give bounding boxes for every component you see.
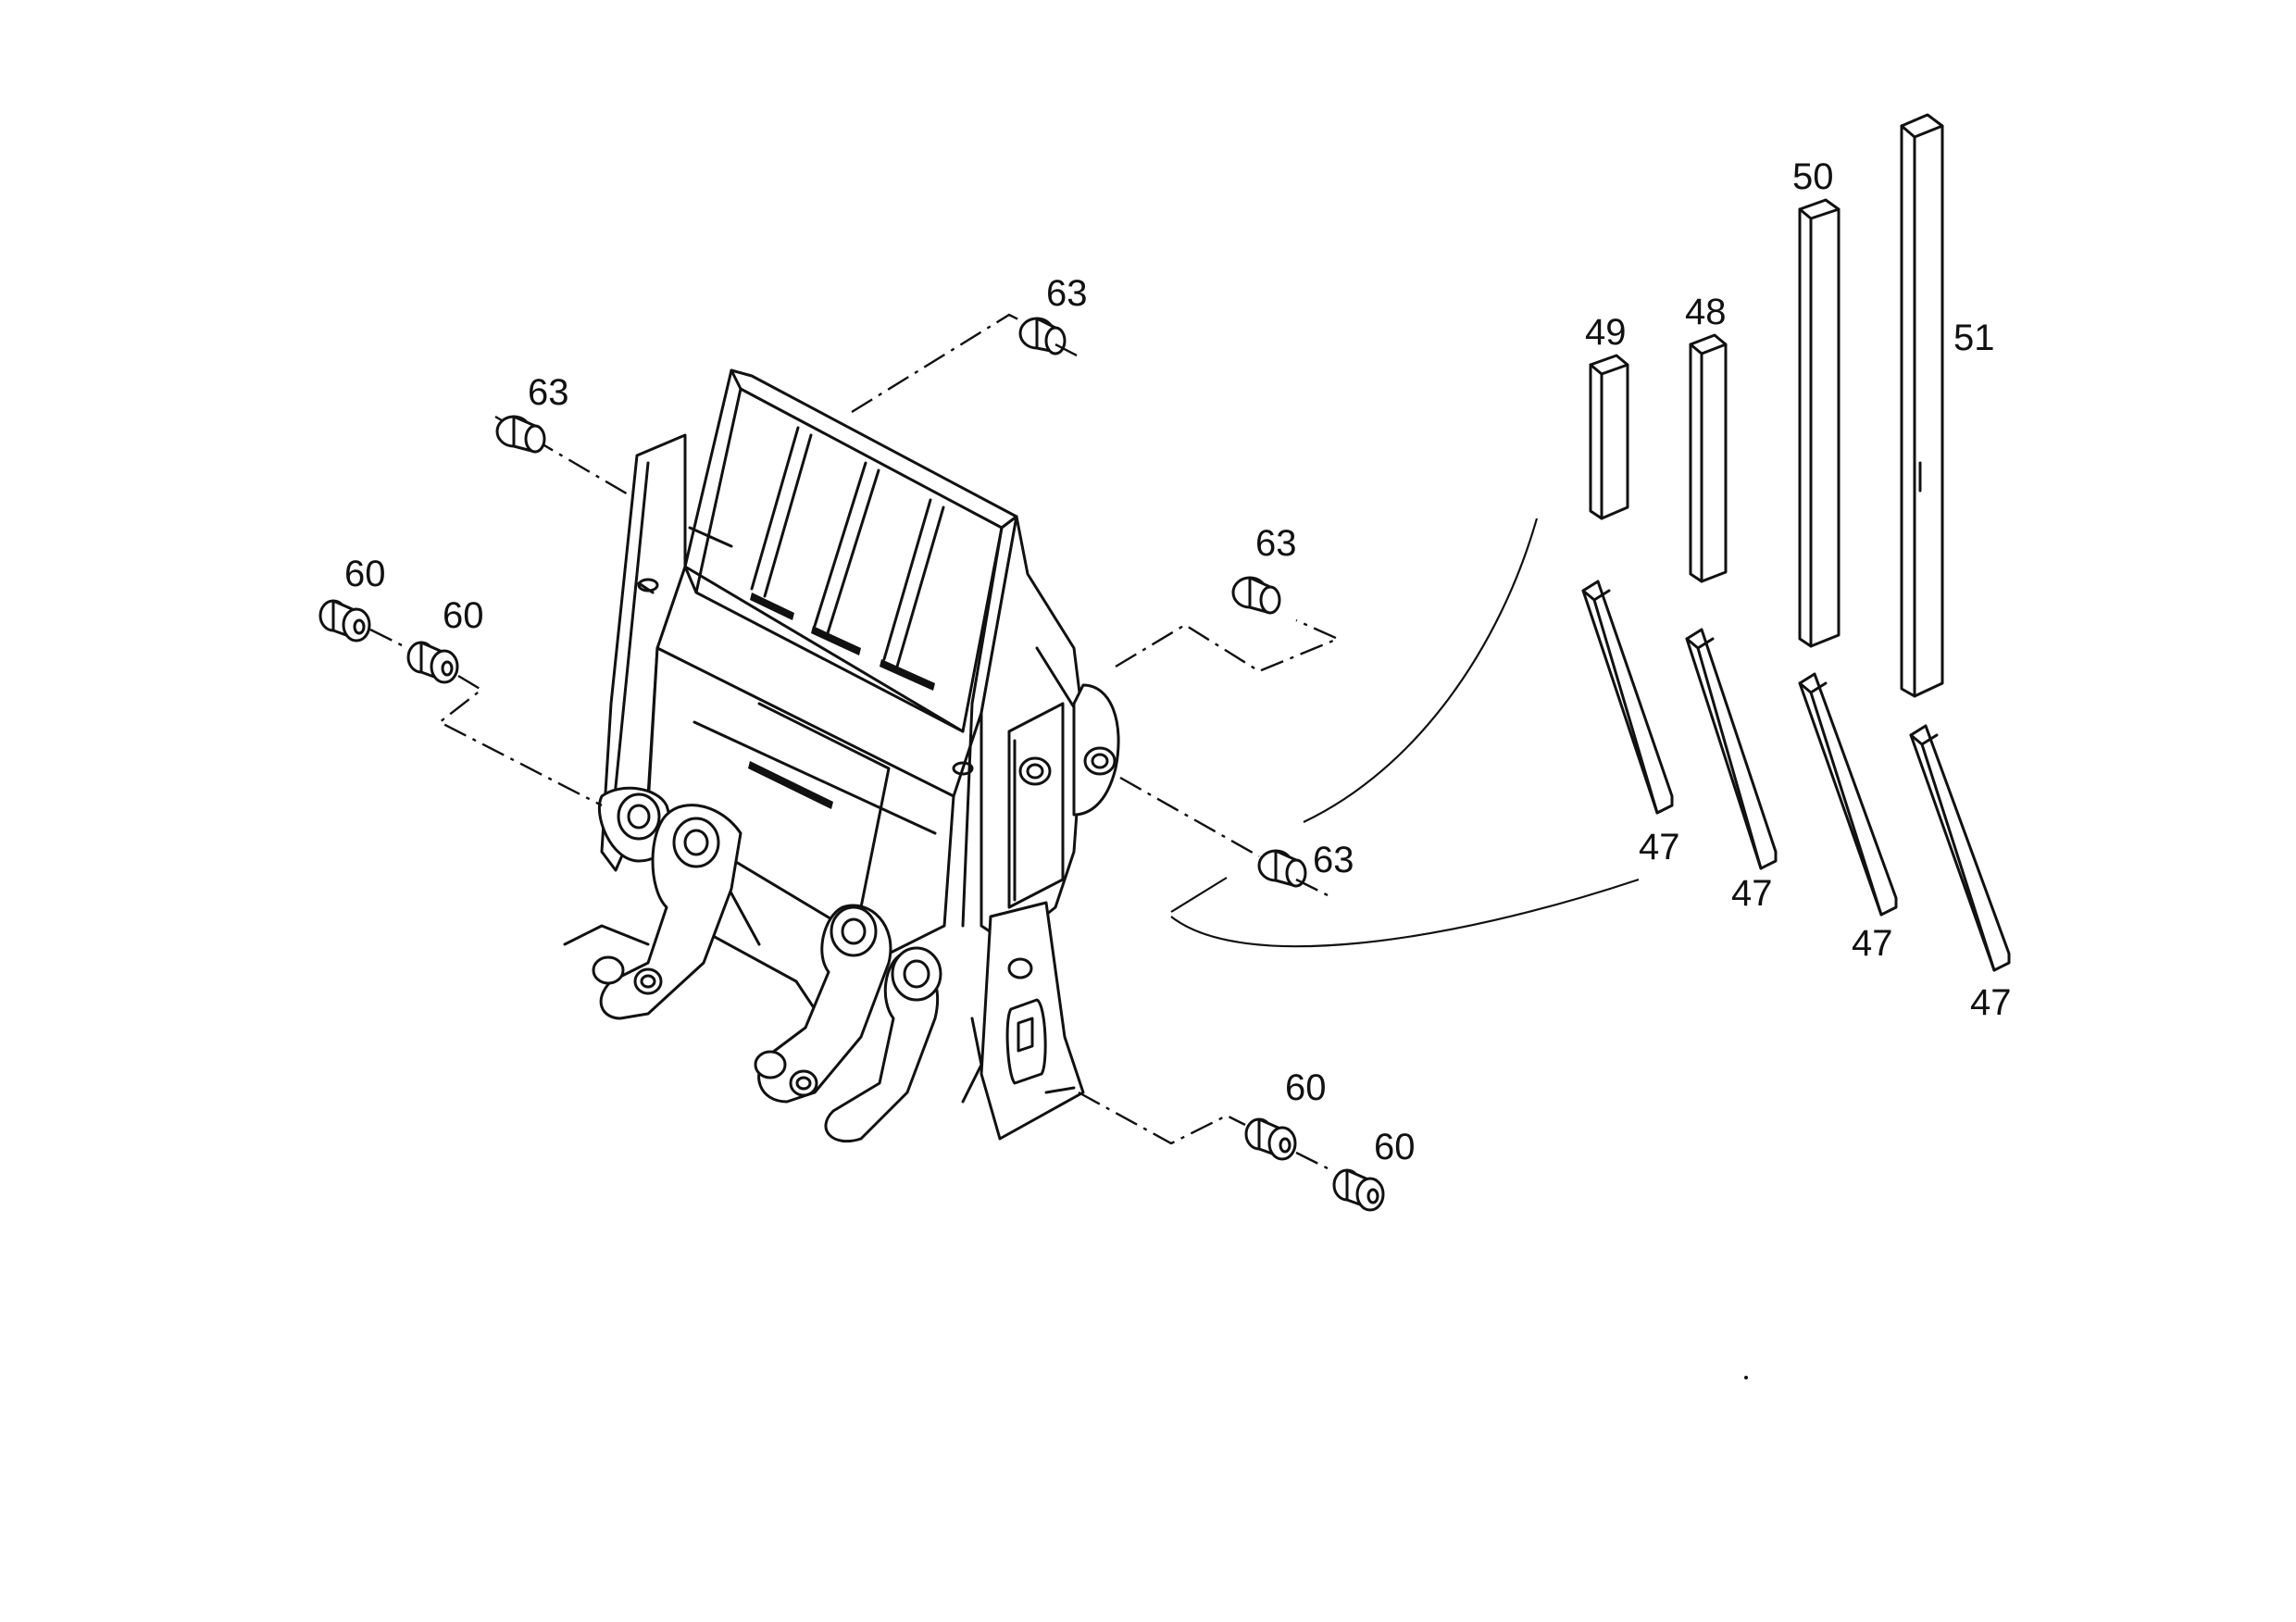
label-50: 50 (1792, 156, 1834, 197)
label-60-right-a: 60 (1285, 1067, 1327, 1108)
label-51: 51 (1953, 318, 1995, 358)
strip-47-c (1798, 672, 1898, 917)
strip-47-a (1581, 580, 1674, 815)
strip-48 (1689, 333, 1728, 583)
label-60-left-a: 60 (344, 554, 386, 594)
label-63-upper-left: 63 (528, 372, 569, 413)
strip-47-b (1685, 628, 1778, 870)
label-47-d: 47 (1970, 982, 2012, 1023)
label-63-top-center: 63 (1046, 273, 1088, 314)
bushing-63-upper-left (494, 415, 630, 497)
strip-50 (1798, 198, 1841, 648)
bushing-63-top-center (851, 313, 1079, 414)
strip-51 (1900, 113, 1944, 698)
label-48: 48 (1685, 292, 1727, 332)
loader-frame (563, 368, 1120, 1143)
label-60-right-b: 60 (1374, 1127, 1416, 1167)
bushing-60-left-pair (318, 599, 603, 807)
label-63-right-lower: 63 (1313, 840, 1354, 880)
strip-47-d (1909, 724, 2011, 972)
strip-49 (1589, 354, 1629, 520)
group-curve-upper (1303, 518, 1539, 823)
bushing-63-right-lower (1119, 776, 1334, 900)
label-47-b: 47 (1731, 873, 1773, 914)
label-63-right-upper: 63 (1255, 523, 1297, 564)
speck-mark (1744, 1376, 1748, 1379)
label-60-left-b: 60 (443, 595, 484, 636)
group-curve-lower (1170, 877, 1640, 948)
label-47-c: 47 (1852, 923, 1893, 964)
bushing-60-right-pair (1078, 1091, 1385, 1212)
bushing-63-right-upper (1115, 576, 1341, 673)
label-49: 49 (1585, 312, 1627, 353)
label-47-a: 47 (1639, 827, 1680, 867)
